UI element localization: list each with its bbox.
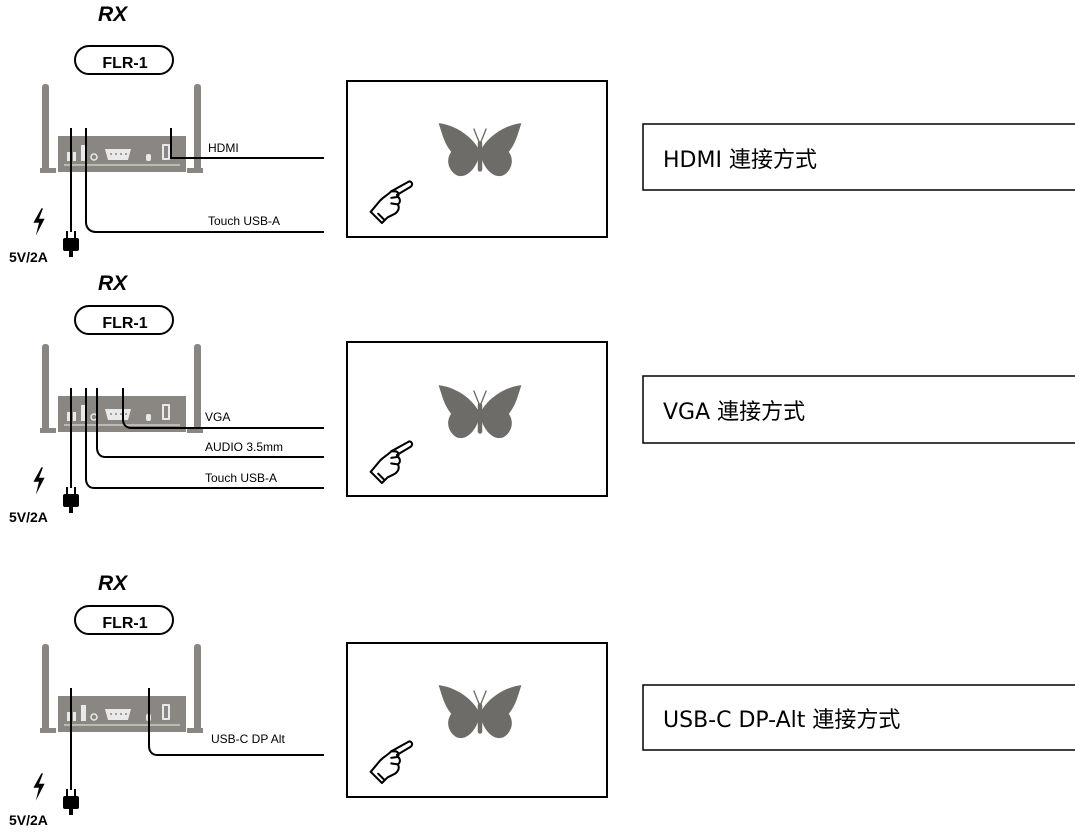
cable-label: VGA [205, 410, 230, 424]
method-box [642, 123, 1075, 191]
cable-label: Touch USB-A [208, 214, 280, 228]
method-box [642, 684, 1075, 751]
plug-icon [63, 487, 79, 513]
rx-label: RX [98, 572, 129, 595]
audio-cable [96, 388, 324, 458]
rx-label: RX [98, 272, 129, 295]
section-vga: RX FLR-1 VGA AUDIO 3.5mm Touch USB-A 5V/… [9, 272, 1075, 525]
lightning-icon [33, 773, 45, 801]
method-label: HDMI 連接方式 [663, 148, 817, 173]
cable-label: AUDIO 3.5mm [205, 440, 283, 454]
cable-label: HDMI [208, 141, 239, 155]
lightning-icon [33, 467, 45, 495]
model-label: FLR-1 [102, 315, 147, 332]
section-hdmi: RX FLR-1 HDMI Touch USB-A 5V/2A HDMI 連接方… [9, 3, 1075, 265]
touch-usb-cable [85, 128, 324, 233]
power-label: 5V/2A [9, 509, 48, 525]
section-usbc: RX FLR-1 USB-C DP Alt 5V/2A USB-C DP-Alt… [9, 572, 1075, 828]
usbc-cable [148, 688, 324, 756]
method-box [642, 375, 1075, 444]
rx-label: RX [98, 3, 129, 26]
cable-label: USB-C DP Alt [211, 732, 285, 746]
power-label: 5V/2A [9, 812, 48, 828]
power-label: 5V/2A [9, 249, 48, 265]
method-label: VGA 連接方式 [663, 400, 805, 425]
lightning-icon [33, 208, 45, 236]
model-label: FLR-1 [102, 55, 147, 72]
touch-usb-cable [85, 388, 324, 489]
hdmi-cable [170, 128, 324, 159]
plug-icon [63, 231, 79, 257]
vga-cable [122, 388, 324, 429]
plug-icon [63, 789, 79, 815]
cable-label: Touch USB-A [205, 471, 277, 485]
model-label: FLR-1 [102, 615, 147, 632]
method-label: USB-C DP-Alt 連接方式 [663, 708, 900, 733]
